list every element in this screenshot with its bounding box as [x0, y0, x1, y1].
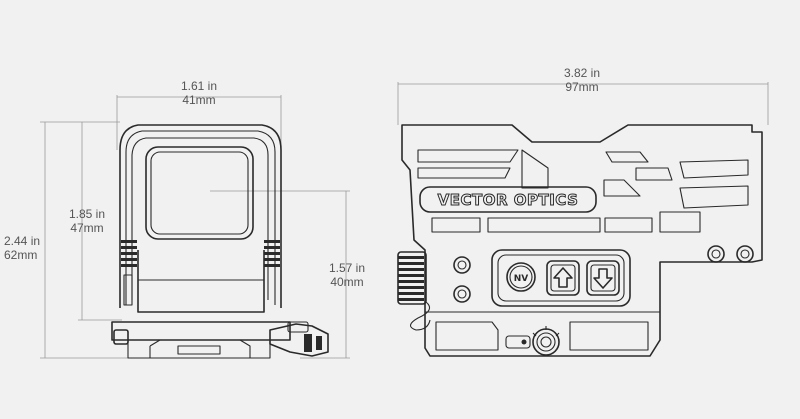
nv-button[interactable]: NV: [506, 262, 536, 292]
front-width-imperial: 1.61 in: [180, 79, 218, 93]
total-height-imperial: 2.44 in: [4, 234, 41, 248]
side-length-label: 3.82 in 97mm: [550, 66, 614, 94]
brightness-up-button[interactable]: [546, 260, 580, 296]
optical-axis-height-metric: 40mm: [330, 275, 364, 289]
right-grip-ribs: [264, 240, 280, 267]
dimension-lines: [40, 82, 769, 359]
side-screws: [453, 245, 754, 303]
nv-button-label: NV: [514, 274, 529, 284]
optical-axis-height-label: 1.57 in 40mm: [318, 261, 376, 289]
front-mount-lever: [269, 321, 329, 357]
front-view: [111, 124, 329, 359]
brand-logo: VECTOR OPTICS: [438, 191, 579, 209]
front-width-metric: 41mm: [182, 93, 216, 107]
front-width-label: 1.61 in 41mm: [166, 79, 232, 107]
side-length-metric: 97mm: [565, 80, 599, 94]
side-length-imperial: 3.82 in: [563, 66, 601, 80]
battery-cap: [397, 251, 427, 305]
arrow-up-icon: [553, 267, 573, 288]
window-height-imperial: 1.85 in: [68, 207, 106, 221]
arrow-down-icon: [593, 268, 613, 289]
side-mount: [425, 311, 660, 356]
front-hood-outline: [119, 124, 282, 308]
optical-axis-height-imperial: 1.57 in: [328, 261, 366, 275]
brand-logo-panel: [419, 186, 597, 213]
control-panel: [491, 249, 631, 307]
total-height-metric: 62mm: [4, 248, 38, 262]
total-height-label: 2.44 in 62mm: [4, 234, 56, 262]
left-grip-ribs: [121, 240, 137, 267]
front-mount: [111, 321, 291, 341]
window-height-label: 1.85 in 47mm: [58, 207, 116, 235]
side-view: VECTOR OPTICS NV: [397, 124, 763, 357]
brightness-down-button[interactable]: [586, 260, 620, 296]
side-body-outline: [401, 124, 763, 357]
front-window: [145, 146, 254, 240]
window-height-metric: 47mm: [70, 221, 104, 235]
